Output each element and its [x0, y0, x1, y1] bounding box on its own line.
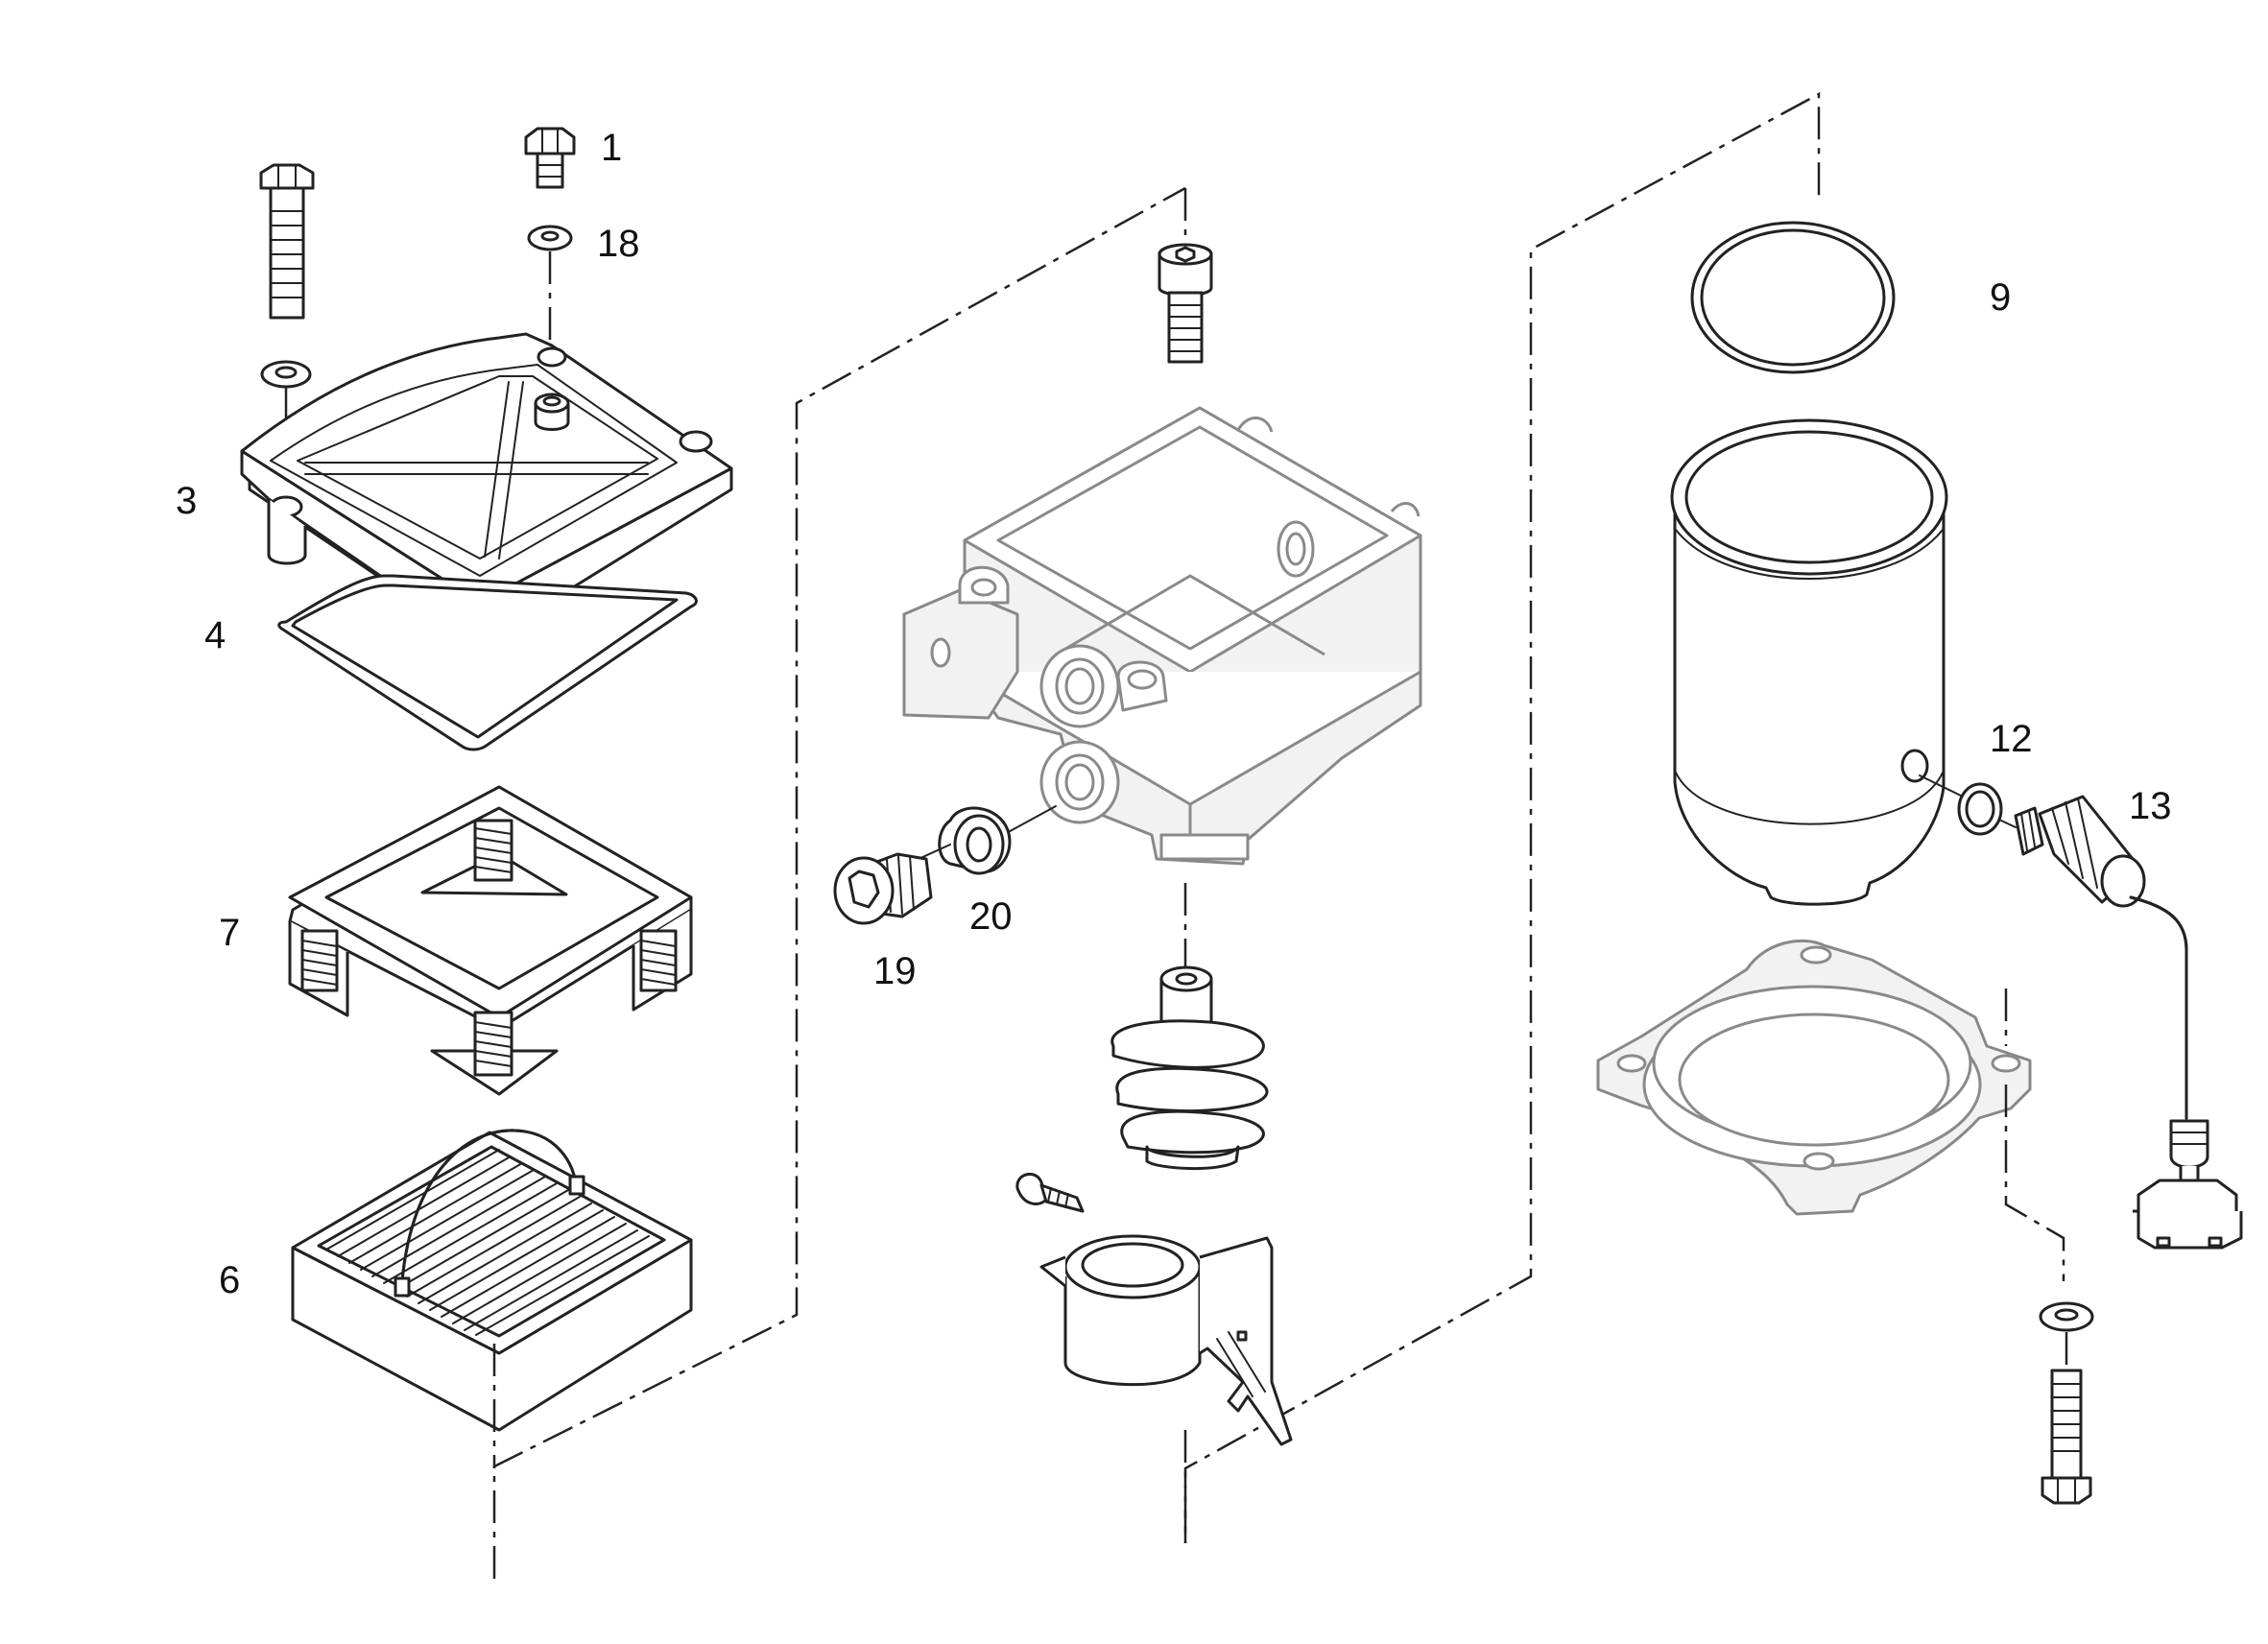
part-20-sealing-ring	[938, 805, 1057, 875]
part-7-spring-plate	[288, 785, 693, 1096]
callout-19: 19	[873, 950, 917, 992]
spiral-insert	[1110, 965, 1269, 1170]
flange-axis-lower	[2004, 1084, 2065, 1281]
spring-top	[473, 819, 513, 882]
bracket-clip	[1039, 1234, 1293, 1446]
callout-3: 3	[176, 480, 197, 522]
filter-bowl	[1670, 418, 1948, 906]
callout-18: 18	[597, 223, 640, 265]
callout-7: 7	[219, 912, 240, 954]
callout-13: 13	[2129, 785, 2172, 827]
right-washer	[2039, 1301, 2094, 1332]
group-divider-lines	[492, 91, 1821, 1579]
callout-labels: 1 18 3 4 7 6 19 20 9 12 13	[176, 127, 2172, 1301]
callout-4: 4	[204, 614, 226, 656]
part-18-washer	[527, 225, 573, 347]
callout-1: 1	[601, 127, 622, 169]
callout-6: 6	[219, 1259, 240, 1301]
left-long-bolt	[259, 163, 315, 320]
spring-left	[288, 921, 349, 1017]
self-tapping-screw	[1015, 1173, 1085, 1213]
mounting-flange-ghost	[1596, 939, 2032, 1216]
part-12-small-o-ring	[1919, 774, 2003, 836]
spring-bottom	[430, 1011, 559, 1096]
part-19-drain-plug	[833, 844, 951, 925]
callout-9: 9	[1990, 276, 2011, 319]
middle-cap-screw	[1158, 188, 1213, 364]
filter-housing-ghost	[902, 406, 1422, 866]
part-13-sensor	[2000, 795, 2243, 1250]
callout-20: 20	[969, 895, 1013, 938]
part-1-hex-bolt	[524, 127, 576, 189]
part-9-o-ring	[1690, 221, 1896, 374]
part-6-filter-element	[291, 1129, 693, 1432]
right-long-bolt	[2041, 1369, 2092, 1505]
part-4-gasket	[277, 574, 698, 751]
callout-12: 12	[1990, 718, 2033, 760]
spring-right	[632, 910, 693, 1012]
